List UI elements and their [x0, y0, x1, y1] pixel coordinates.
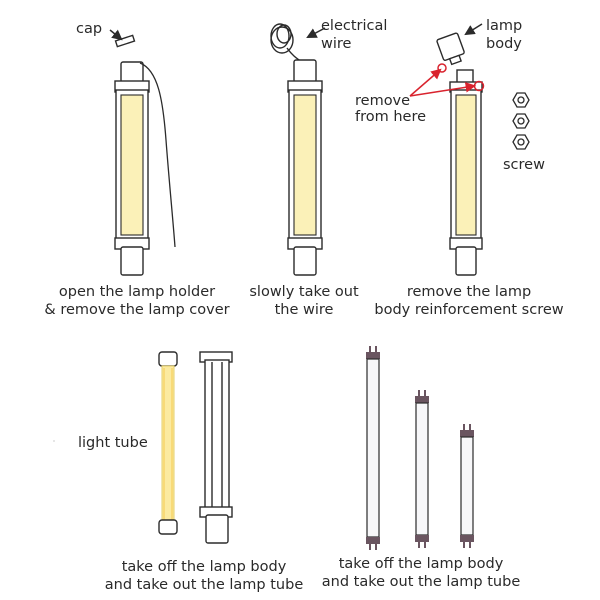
step5-caption-line1: take off the lamp body	[338, 556, 504, 572]
lamp-body-label-line1: lamp	[486, 18, 523, 34]
step2-caption-line1: slowly take out	[249, 284, 359, 300]
tube-short	[460, 424, 474, 548]
screw-label: screw	[503, 157, 545, 173]
tube-long	[366, 346, 380, 550]
step4-lamp-housing	[199, 351, 233, 544]
lamp-body-label-line2: body	[486, 36, 522, 52]
step5-caption-line2: and take out the lamp tube	[321, 574, 521, 590]
remove-arrow	[409, 82, 477, 97]
step4-caption-line1: take off the lamp body	[121, 559, 287, 575]
screw-set	[512, 92, 530, 150]
electrical-wire-label-line1: electrical	[321, 18, 388, 34]
cap-arrow	[109, 29, 123, 41]
step1-caption-line2: & remove the lamp cover	[44, 302, 230, 318]
remove-from-here-label-line1: remove	[355, 93, 411, 109]
step2-lamp-drawing	[270, 23, 323, 276]
step5-tubes	[366, 346, 474, 550]
lamp-body-arrow	[464, 23, 483, 36]
remove-from-here-label-line2: from here	[355, 109, 427, 125]
cap-label: cap	[76, 21, 103, 37]
step2-caption-line2: the wire	[274, 302, 334, 318]
remove-arrow	[409, 68, 442, 97]
hanging-wire	[139, 62, 176, 248]
electrical-wire-label-line2: wire	[321, 36, 352, 52]
wire-arrow	[306, 27, 326, 38]
step4-caption-line2: and take out the lamp tube	[104, 577, 304, 593]
cap-part	[114, 34, 136, 48]
step3-lamp-drawing	[436, 32, 483, 276]
step4-light-tube	[158, 351, 178, 535]
light-tube-label: light tube	[78, 435, 148, 451]
tube-medium	[415, 390, 429, 548]
step3-caption-line1: remove the lamp	[406, 284, 532, 300]
lamp-tube-glow	[120, 94, 144, 236]
lamp-body-part	[436, 32, 465, 66]
step1-lamp-drawing	[114, 34, 176, 276]
step3-caption-line2: body reinforcement screw	[374, 302, 564, 318]
screw-hole-marker	[437, 63, 447, 73]
step1-caption-line1: open the lamp holder	[58, 284, 216, 300]
